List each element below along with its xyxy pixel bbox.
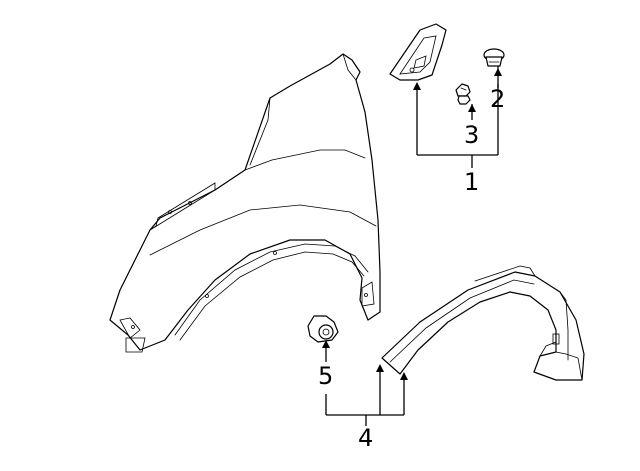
screw-part [455,83,471,105]
callout-4: 4 [358,424,373,452]
molding-part [381,265,585,381]
callout-3: 3 [464,121,479,149]
molding-clip-part [307,315,339,343]
arrow-heads [322,68,502,380]
bracket-part [389,23,447,81]
arrow-molding-a [376,364,384,372]
callout-1: 1 [464,168,479,196]
arrow-molding-clip [322,340,330,348]
arrow-screw [468,104,476,112]
clip-part [483,48,505,67]
callout-5: 5 [318,362,333,390]
fender-panel [109,53,381,353]
callout-2: 2 [490,85,505,113]
arrow-clip [494,68,502,76]
arrow-molding-b [400,372,408,380]
leader-lines [325,66,499,426]
arrow-bracket [413,82,421,90]
